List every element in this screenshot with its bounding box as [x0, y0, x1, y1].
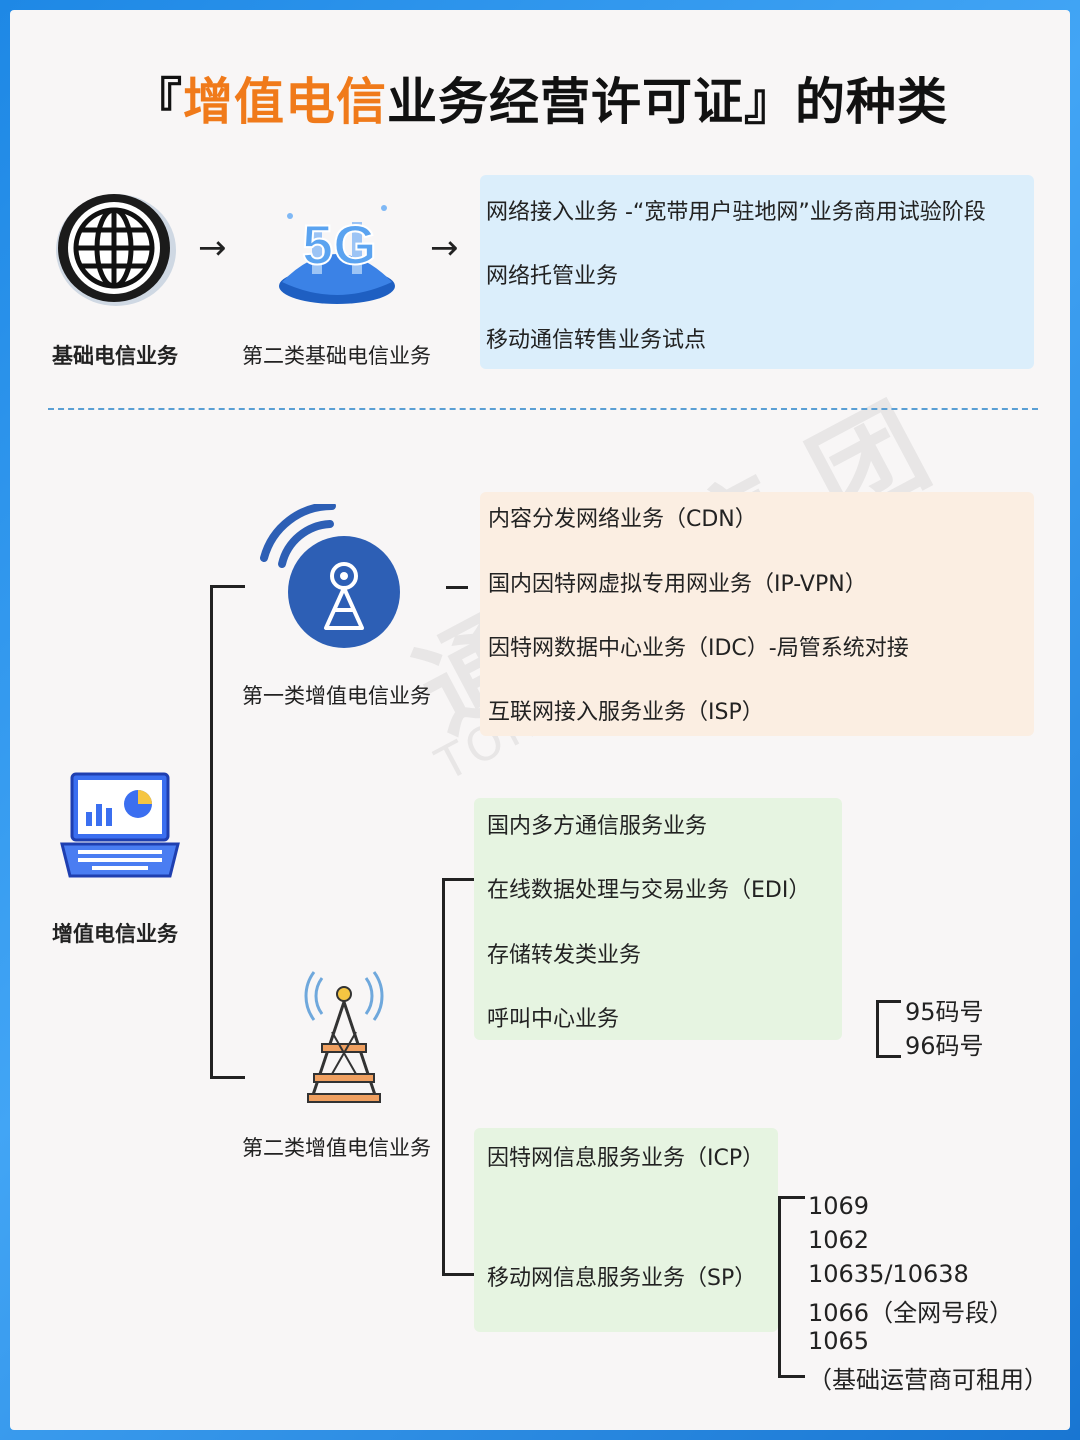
- class2-item: 移动网信息服务业务（SP）: [487, 1266, 757, 1291]
- class2-label: 第二类增值电信业务: [242, 1136, 431, 1160]
- call-center-code: 96码号: [905, 1032, 984, 1060]
- class2-item: 国内多方通信服务业务: [487, 814, 708, 839]
- signal-tower-icon: [260, 504, 400, 648]
- class1-item: 互联网接入服务业务（ISP）: [488, 700, 764, 725]
- class2-item: 呼叫中心业务: [487, 1007, 620, 1032]
- basic-items-box: [480, 175, 1034, 369]
- class1-label: 第一类增值电信业务: [242, 684, 431, 708]
- 5g-icon: 5G: [279, 205, 395, 304]
- second-basic-label: 第二类基础电信业务: [242, 344, 431, 368]
- page-title: 『增值电信业务经营许可证』的种类: [10, 62, 1070, 134]
- class2-item: 存储转发类业务: [487, 943, 642, 968]
- title-rest: 业务经营许可证』的种类: [387, 73, 948, 131]
- title-prefix: 『: [132, 73, 183, 131]
- content-card: 『增值电信业务经营许可证』的种类 通 晓 集 团 TONG XIAO JI TU…: [10, 10, 1070, 1430]
- class2-group1-box: [474, 798, 842, 1040]
- class1-item: 因特网数据中心业务（IDC）-局管系统对接: [488, 636, 909, 661]
- class1-item: 国内因特网虚拟专用网业务（IP-VPN）: [488, 572, 867, 597]
- class2-item: 因特网信息服务业务（ICP）: [487, 1146, 765, 1171]
- class1-connector: [446, 586, 468, 589]
- sp-code: 1069: [808, 1192, 870, 1220]
- title-highlight: 增值电信: [183, 73, 387, 131]
- class2-bracket: [442, 878, 475, 1276]
- section-divider: [48, 408, 1038, 410]
- value-added-label: 增值电信业务: [52, 922, 178, 946]
- svg-text:5G: 5G: [302, 213, 377, 276]
- sp-code: 1065: [808, 1327, 870, 1355]
- sp-code: 1062: [808, 1226, 870, 1254]
- class1-item: 内容分发网络业务（CDN）: [488, 507, 757, 532]
- basic-item: 网络托管业务: [486, 264, 619, 289]
- sp-code-bracket: [778, 1196, 805, 1378]
- call-center-code: 95码号: [905, 998, 984, 1026]
- sp-code-note: （基础运营商可租用）: [808, 1366, 1048, 1394]
- basic-telecom-label: 基础电信业务: [52, 344, 178, 368]
- radio-tower-icon: [304, 971, 384, 1103]
- class2-group2-box: [474, 1128, 778, 1332]
- class2-item: 在线数据处理与交易业务（EDI）: [487, 878, 811, 903]
- class1-items-box: [480, 492, 1034, 736]
- sp-code: 10635/10638: [808, 1260, 969, 1288]
- basic-item: 移动通信转售业务试点: [486, 328, 707, 353]
- laptop-chart-icon: [60, 772, 180, 878]
- basic-item: 网络接入业务 -“宽带用户驻地网”业务商用试验阶段: [486, 200, 986, 225]
- arrow-right-icon: →: [430, 228, 459, 268]
- call-center-bracket: [876, 1000, 901, 1058]
- arrow-right-icon: →: [198, 228, 227, 268]
- globe-icon: [56, 194, 176, 306]
- sp-code: 1066（全网号段）: [808, 1299, 1014, 1327]
- main-bracket: [210, 585, 245, 1079]
